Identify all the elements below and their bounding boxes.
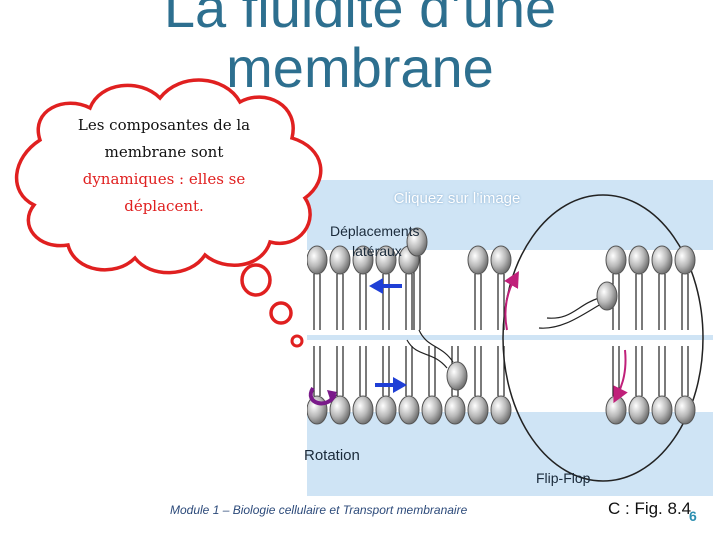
lipid-head-bottom: [307, 395, 328, 425]
fatty-acid-tail: [474, 346, 482, 396]
lower-tails: [313, 329, 689, 396]
fatty-acid-tail: [681, 274, 689, 330]
lipid-head-lateral: [406, 227, 428, 257]
fatty-acid-tail: [474, 274, 482, 330]
fatty-acid-tail: [658, 274, 666, 330]
fatty-acid-tail: [336, 346, 344, 396]
lipid-head-top: [651, 245, 673, 275]
fatty-acid-tail: [681, 346, 689, 396]
cloud-text-part-1: Les composantes de la membrane sont: [77, 116, 251, 161]
upper-tails: [313, 256, 689, 330]
fatty-acid-tail: [359, 274, 367, 330]
rotation-arrowhead: [327, 390, 337, 402]
lateral-movement-label: Déplacements latéraux: [330, 221, 450, 261]
fatty-acid-tail: [497, 346, 505, 396]
lipid-head-bottom: [674, 395, 696, 425]
lipid-head-top: [307, 245, 328, 275]
fatty-acid-tail: [658, 346, 666, 396]
fatty-acid-tail: [336, 274, 344, 330]
lateral-label-line-2: latéraux: [352, 243, 402, 259]
rotation-label: Rotation: [304, 447, 360, 464]
fatty-acid-tail: [405, 274, 413, 330]
fatty-acid-tail: [428, 346, 436, 396]
lipid-head-top: [605, 245, 627, 275]
fatty-acid-tail: [313, 274, 321, 330]
title-line-2: membrane: [226, 36, 494, 99]
lipid-head-bottom: [421, 395, 443, 425]
lateral-arrow-right: [375, 377, 407, 393]
flipflop-ellipse: [502, 194, 704, 482]
fatty-acid-tail: [635, 274, 643, 330]
click-image-button[interactable]: Cliquez sur l’image: [393, 190, 521, 207]
membrane-figure[interactable]: Cliquez sur l’image: [307, 180, 713, 496]
slide-title: La fluidité d’une membrane: [90, 0, 630, 98]
lipid-head-bottom: [444, 395, 466, 425]
lipid-head-top: [329, 245, 351, 275]
lipid-head-flipping: [596, 281, 618, 311]
membrane-diagram: [307, 194, 713, 482]
thought-bubble-large: [240, 263, 272, 297]
lipid-head-bottom: [605, 395, 627, 425]
lipid-head-top: [490, 245, 512, 275]
fatty-acid-tail: [635, 346, 643, 396]
lipid-head-bottom: [467, 395, 489, 425]
thought-cloud: [15, 78, 323, 348]
lipid-head-top: [352, 245, 374, 275]
lipid-head-top: [628, 245, 650, 275]
flipflop-arrow-up: [504, 271, 519, 331]
lipid-head-bottom: [651, 395, 673, 425]
lipid-head-bottom: [329, 395, 351, 425]
fatty-acid-tail: [538, 297, 602, 329]
fatty-acid-tail: [313, 346, 321, 396]
lipid-head-bottom: [490, 395, 512, 425]
thought-bubble-medium: [269, 301, 293, 325]
lateral-label-line-1: Déplacements: [330, 223, 420, 239]
lateral-arrow-left: [369, 278, 402, 294]
cloud-text: Les composantes de la membrane sont dyna…: [62, 112, 266, 220]
fatty-acid-tail: [382, 346, 390, 396]
title-line-1: La fluidité d’une: [163, 0, 557, 39]
page-number: 6: [689, 508, 697, 524]
fatty-acid-tail: [359, 346, 367, 396]
lipid-head-moving: [446, 361, 468, 391]
footer-module: Module 1 – Biologie cellulaire et Transp…: [170, 503, 468, 517]
flipflop-label: Flip-Flop: [536, 470, 591, 486]
lipid-head-bottom: [352, 395, 374, 425]
lipid-head-bottom: [398, 395, 420, 425]
fatty-acid-tail: [406, 329, 454, 369]
cloud-shape: [15, 78, 323, 275]
lipid-head-bottom: [628, 395, 650, 425]
fatty-acid-tail: [497, 274, 505, 330]
lipid-head-bottom: [375, 395, 397, 425]
cloud-text-part-2: dynamiques : elles se déplacent.: [82, 170, 246, 215]
lipid-head-top: [674, 245, 696, 275]
flipflop-arrow-down: [613, 349, 628, 404]
lipid-head-top: [375, 245, 397, 275]
figure-reference: C : Fig. 8.4: [608, 499, 692, 518]
fatty-acid-tail: [405, 346, 413, 396]
lipid-head-top: [467, 245, 489, 275]
thought-bubble-small: [290, 334, 304, 348]
